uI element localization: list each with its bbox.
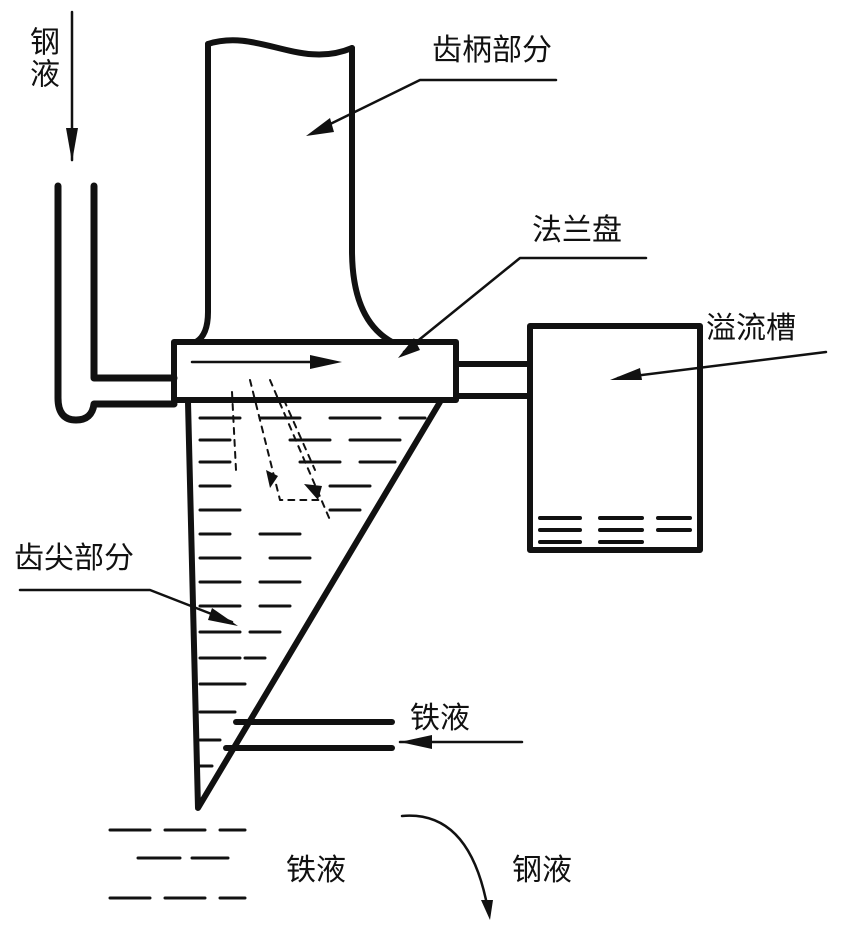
iron-liquid-pool	[108, 828, 247, 900]
handle-pointer-arrowhead	[306, 118, 334, 136]
steel-liquid-inflow-label: 钢液	[24, 26, 59, 90]
leader-lines	[18, 78, 828, 624]
handle-part-label: 齿柄部分	[432, 33, 552, 68]
overflow-tank-label: 溢流槽	[706, 311, 796, 346]
steel-outflow-arrow	[400, 814, 493, 920]
tank-pointer-arrowhead	[610, 368, 642, 380]
iron-liquid-channel	[223, 719, 524, 751]
overflow-pipe	[453, 361, 533, 399]
flange-pointer-arrowhead	[398, 338, 420, 358]
tooth-tip-part	[185, 379, 443, 811]
steel-inflow-arrow	[66, 10, 78, 162]
tooth-tip-part-label: 齿尖部分	[14, 541, 134, 576]
flange-plate	[171, 339, 459, 403]
steel-liquid-outflow-label: 钢液	[512, 853, 572, 888]
tooth-handle-part	[193, 37, 395, 345]
iron-liquid-side-label: 铁液	[410, 701, 470, 736]
overflow-tank	[527, 323, 703, 553]
feed-pipe	[54, 182, 178, 424]
iron-liquid-bottom-label: 铁液	[286, 853, 346, 888]
flange-label: 法兰盘	[532, 213, 622, 248]
tip-pointer-arrowhead	[208, 608, 238, 626]
